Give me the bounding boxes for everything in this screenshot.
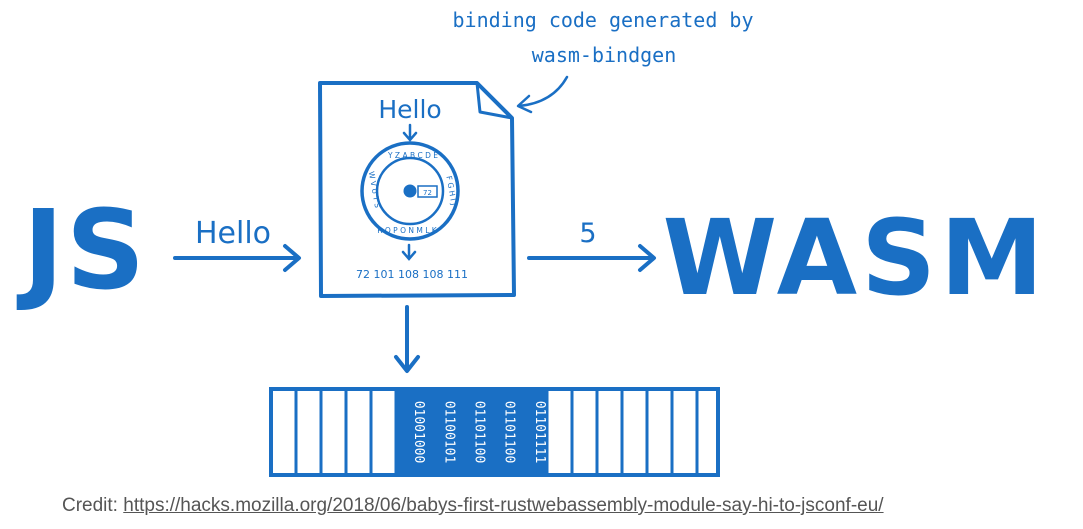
- memory-byte: 01101100: [472, 401, 487, 464]
- arrow-out-head: [638, 244, 656, 272]
- wasm-label: WASM: [663, 197, 1048, 319]
- credit-label: Credit:: [62, 495, 118, 516]
- js-label: JS: [16, 186, 147, 314]
- cipher-wheel: 72 Y Z A B C D E R Q P O N M L K W V U T…: [360, 141, 460, 241]
- annotation-arrow: [517, 75, 569, 108]
- credit-line: Credit: https://hacks.mozilla.org/2018/0…: [62, 495, 884, 517]
- document-dog-ear: [475, 82, 513, 120]
- memory-byte: 01101100: [502, 401, 517, 464]
- hello-down-arrow: [402, 123, 418, 142]
- memory-byte: 01100101: [441, 401, 456, 464]
- wheel-tag: 72: [423, 189, 432, 197]
- linear-memory: 01001000 01100101 01101100 01101100 01101111: [269, 387, 720, 477]
- document-hello: Hello: [378, 95, 441, 124]
- credit-link[interactable]: https://hacks.mozilla.org/2018/06/babys-…: [123, 495, 884, 516]
- wheel-letters-top: Y Z A B C D E: [387, 151, 438, 160]
- document-codes: 72 101 108 108 111: [356, 268, 468, 281]
- arrow-in-label: Hello: [195, 216, 271, 251]
- binding-code-document: [318, 81, 516, 298]
- memory-filled-region: [396, 389, 547, 475]
- wheel-letters-bottom: R Q P O N M L K: [377, 226, 437, 235]
- annotation-line-1: binding code generated by: [452, 8, 753, 32]
- annotation-line-2: wasm-bindgen: [532, 43, 677, 67]
- annotation-arrow-head: [516, 94, 533, 114]
- arrow-in-head: [283, 244, 301, 272]
- memory-byte: 01101111: [532, 401, 547, 464]
- arrow-down-head: [394, 355, 420, 373]
- wheel-down-arrow: [401, 243, 417, 261]
- memory-byte: 01001000: [411, 401, 426, 464]
- arrow-out-label: 5: [579, 218, 596, 249]
